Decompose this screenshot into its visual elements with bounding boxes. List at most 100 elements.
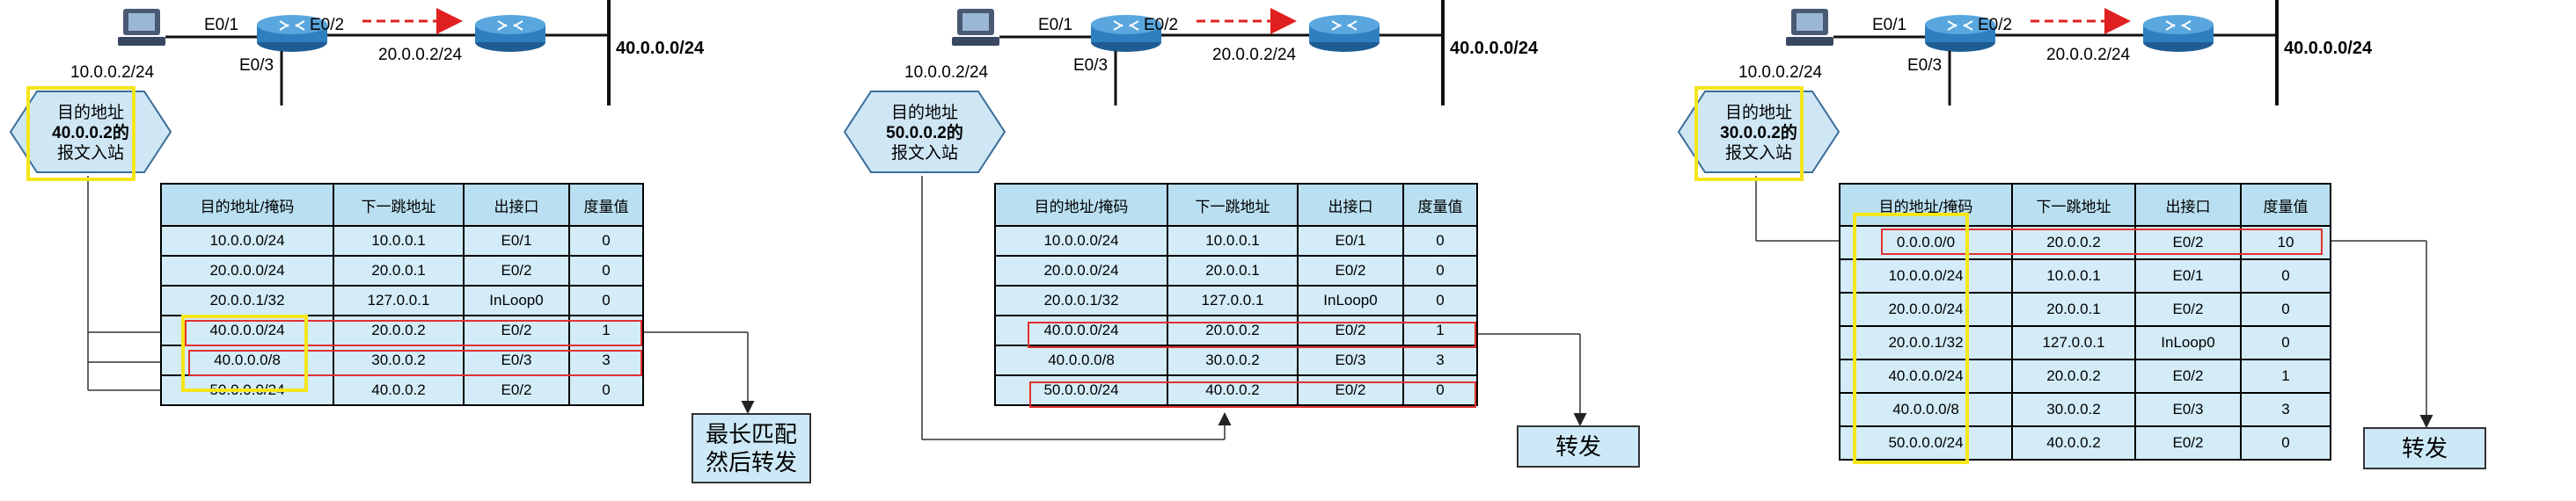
cell-metric: 0 (2240, 425, 2331, 461)
action-line1: 最长匹配 (705, 421, 797, 447)
router-icon (2143, 15, 2214, 52)
cell-dest: 40.0.0.0/8 (1839, 392, 2013, 427)
cell-dest: 20.0.0.0/24 (1839, 292, 2013, 327)
packet-label-line2: 30.0.0.2的 (1720, 123, 1797, 142)
packet-label: 目的地址 40.0.0.2的 报文入站 (35, 95, 146, 171)
cell-dest: 40.0.0.0/8 (994, 345, 1168, 376)
prefix-highlight (1853, 213, 1969, 464)
match-highlight (185, 320, 642, 346)
cell-interface: E0/1 (1297, 225, 1404, 257)
packet-label-line2: 40.0.0.2的 (52, 123, 129, 142)
header-dest: 目的地址/掩码 (1839, 183, 2013, 227)
cell-dest: 20.0.0.1/32 (160, 285, 334, 316)
cell-nexthop: 127.0.0.1 (2011, 325, 2136, 360)
interface-e01-label: E0/1 (1872, 16, 1907, 34)
router-icon (1309, 15, 1379, 52)
router-icon (475, 15, 545, 52)
packet-label-line3: 报文入站 (56, 143, 124, 163)
cell-dest: 50.0.0.0/24 (1839, 425, 2013, 461)
cell-dest: 20.0.0.1/32 (1839, 325, 2013, 360)
header-dest: 目的地址/掩码 (160, 183, 334, 227)
remote-network-label: 40.0.0.0/24 (1450, 39, 1539, 58)
cell-metric: 3 (1402, 345, 1478, 376)
panel-2-drawing (843, 0, 1587, 440)
cell-interface: E0/2 (2134, 359, 2242, 394)
match-highlight (1029, 381, 1476, 408)
packet-highlight (26, 86, 135, 181)
cell-dest: 10.0.0.0/24 (994, 225, 1168, 257)
cell-metric: 0 (568, 374, 644, 406)
cell-interface: E0/2 (1297, 255, 1404, 287)
cell-interface: InLoop0 (463, 285, 570, 316)
packet-label-line2: 50.0.0.2的 (886, 123, 963, 142)
router-icon (1091, 15, 1161, 52)
pc-icon (1786, 9, 1833, 46)
cell-dest: 40.0.0.0/24 (1839, 359, 2013, 394)
cell-metric: 0 (1402, 255, 1478, 287)
action-box: 转发 (1517, 425, 1640, 468)
interface-e03-label: E0/3 (1073, 56, 1109, 75)
packet-label-line3: 报文入站 (1724, 143, 1792, 163)
cell-interface: E0/2 (2134, 425, 2242, 461)
link-ip-label: 20.0.0.2/24 (2046, 46, 2131, 64)
cell-interface: E0/2 (463, 255, 570, 287)
cell-dest: 20.0.0.1/32 (994, 285, 1168, 316)
cell-metric: 0 (1402, 374, 1478, 406)
routing-table-header: 目的地址/掩码 下一跳地址 出接口 度量值 (994, 183, 1478, 227)
action-box: 最长匹配 然后转发 (692, 413, 811, 483)
cell-metric: 0 (568, 255, 644, 287)
cell-interface: E0/1 (2134, 258, 2242, 294)
cell-nexthop: 30.0.0.2 (1167, 345, 1299, 376)
match-highlight (1028, 322, 1476, 348)
host-ip-label: 10.0.0.2/24 (1738, 63, 1823, 82)
interface-e02-label: E0/2 (310, 16, 345, 34)
match-highlight (1881, 229, 2323, 255)
packet-label-line1: 目的地址 (890, 103, 958, 122)
link-ip-label: 20.0.0.2/24 (1212, 46, 1297, 64)
header-nexthop: 下一跳地址 (1167, 183, 1299, 227)
cell-metric: 1 (2240, 359, 2331, 394)
cell-dest: 40.0.0.0/24 (994, 315, 1168, 346)
cell-nexthop: 40.0.0.2 (1167, 374, 1299, 406)
packet-label: 目的地址 50.0.0.2的 报文入站 (869, 95, 980, 171)
remote-network-label: 40.0.0.0/24 (616, 39, 705, 58)
cell-metric: 1 (1402, 315, 1478, 346)
action-line1: 转发 (2401, 435, 2448, 461)
cell-interface: E0/3 (2134, 392, 2242, 427)
cell-interface: InLoop0 (1297, 285, 1404, 316)
interface-e02-label: E0/2 (1978, 16, 2013, 34)
host-ip-label: 10.0.0.2/24 (904, 63, 989, 82)
panel-3: E0/1 E0/2 E0/3 10.0.0.2/24 20.0.0.2/24 4… (1668, 0, 2527, 501)
cell-metric: 0 (2240, 292, 2331, 327)
cell-nexthop: 40.0.0.2 (2011, 425, 2136, 461)
panel-2: E0/1 E0/2 E0/3 10.0.0.2/24 20.0.0.2/24 4… (834, 0, 1693, 501)
cell-interface: InLoop0 (2134, 325, 2242, 360)
routing-table-header: 目的地址/掩码 下一跳地址 出接口 度量值 (160, 183, 644, 227)
panel-1-drawing (9, 0, 755, 414)
pc-icon (952, 9, 999, 46)
action-box: 转发 (2363, 427, 2486, 469)
cell-metric: 0 (568, 225, 644, 257)
packet-label-line1: 目的地址 (56, 103, 124, 122)
header-metric: 度量值 (568, 183, 644, 227)
cell-nexthop: 10.0.0.1 (333, 225, 465, 257)
header-interface: 出接口 (463, 183, 570, 227)
panel-1: E0/1 E0/2 E0/3 10.0.0.2/24 20.0.0.2/24 4… (0, 0, 859, 501)
packet-highlight (1694, 86, 1804, 181)
packet-label-line3: 报文入站 (890, 143, 958, 163)
prefix-highlight (181, 315, 308, 392)
interface-e01-label: E0/1 (1038, 16, 1073, 34)
cell-nexthop: 127.0.0.1 (1167, 285, 1299, 316)
cell-dest: 20.0.0.0/24 (160, 255, 334, 287)
cell-nexthop: 20.0.0.1 (2011, 292, 2136, 327)
cell-metric: 0 (1402, 285, 1478, 316)
